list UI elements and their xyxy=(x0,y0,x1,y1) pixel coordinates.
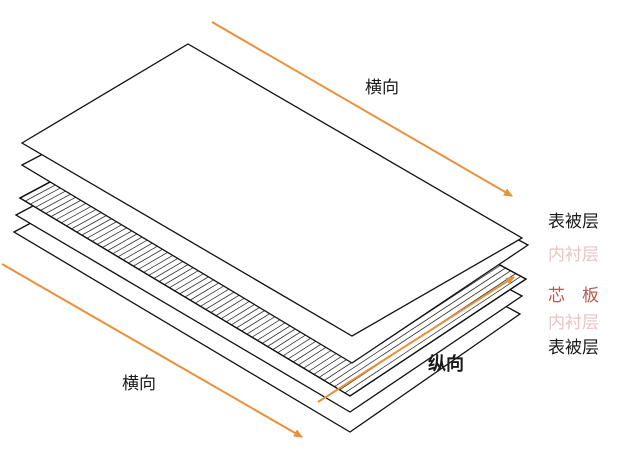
legend-upper-liner: 内衬层 xyxy=(548,245,599,265)
top-face-sheet xyxy=(20,43,524,337)
legend-lower-liner: 内衬层 xyxy=(548,313,599,333)
legend-core-board: 芯 板 xyxy=(548,286,599,306)
longitudinal-arrow xyxy=(317,276,515,403)
top-transverse-arrow xyxy=(211,21,513,197)
longitudinal-label: 纵向 xyxy=(428,354,464,375)
bottom-transverse-arrow xyxy=(1,263,303,438)
core-hatch-line xyxy=(329,267,506,384)
legend-top-face: 表被层 xyxy=(548,212,599,232)
legend-bottom-face: 表被层 xyxy=(548,338,599,358)
core-hatch-line xyxy=(344,275,522,394)
core-hatch-line xyxy=(334,270,511,388)
bottom-transverse-label: 横向 xyxy=(122,374,156,394)
top-transverse-label: 横向 xyxy=(365,78,399,98)
